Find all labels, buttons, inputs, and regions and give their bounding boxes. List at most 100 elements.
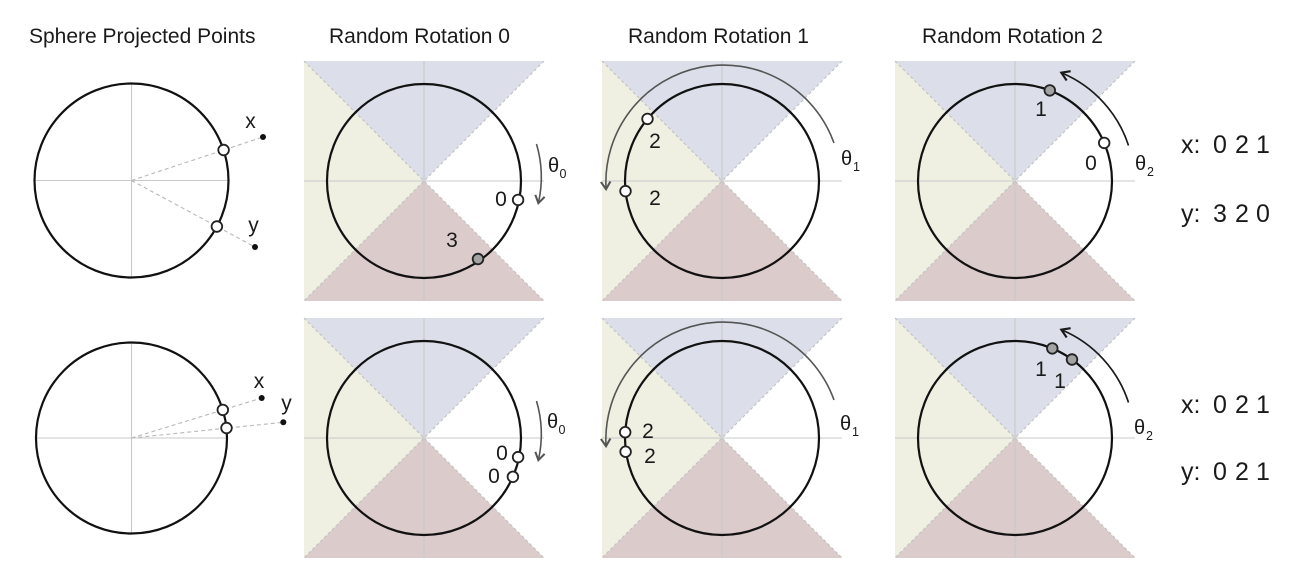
code-digit: 1 [1256, 131, 1270, 159]
code-digit: 2 [1235, 200, 1249, 228]
point-filled [1046, 342, 1059, 355]
rotation-arrow [1059, 70, 1130, 146]
panel-sphere-row1: x y [33, 82, 266, 279]
code-digit: 2 [1235, 458, 1249, 486]
point-open [217, 143, 230, 157]
panel-title-rotation1: Random Rotation 1 [628, 25, 809, 48]
y-point-label: y [281, 392, 292, 415]
rotation-arrow [600, 64, 835, 192]
point-label: 0 [1085, 152, 1097, 175]
projection-line-x [131, 397, 262, 439]
point-open [220, 421, 233, 435]
code-y-label: y: [1181, 458, 1200, 486]
panel-rotation0-row2: θ 0 0 0 [303, 317, 566, 559]
point-open [1097, 136, 1111, 150]
theta-subscript: 1 [852, 425, 859, 439]
point-label: 0 [488, 465, 500, 488]
point-open [506, 470, 520, 484]
diagonal-dashed-line [894, 317, 1136, 559]
code-x-label: x: [1181, 131, 1200, 159]
rotation-arrow [534, 400, 546, 463]
panel-title-sphere: Sphere Projected Points [29, 25, 255, 48]
projection-line-y [131, 180, 256, 248]
point-label: 2 [649, 130, 661, 153]
diagonal-dashed-line [894, 60, 1136, 302]
theta-label: θ [548, 155, 559, 177]
theta-label: θ [840, 413, 851, 435]
point-label: 3 [446, 229, 458, 252]
code-digit: 0 [1213, 391, 1227, 419]
theta-subscript: 1 [853, 160, 860, 174]
theta-label: θ [841, 148, 852, 170]
code-digit: 2 [1235, 131, 1249, 159]
theta-label: θ [1134, 417, 1145, 439]
y-point-label: y [248, 214, 259, 237]
unit-circle [33, 82, 230, 279]
unit-circle [34, 341, 229, 535]
code-digit: 0 [1213, 131, 1227, 159]
panel-title-rotation0: Random Rotation 0 [329, 25, 510, 48]
x-point-label: x [245, 110, 256, 133]
point-label: 1 [1035, 98, 1047, 121]
panel-title-rotation2: Random Rotation 2 [922, 25, 1103, 48]
diagonal-dashed-line [303, 317, 545, 559]
point-label: 1 [1054, 370, 1066, 393]
panel-rotation1-row1: θ 1 2 2 [600, 60, 860, 302]
diagonal-dashed-line [601, 317, 843, 559]
theta-subscript: 2 [1147, 165, 1154, 179]
code-digit: 3 [1213, 200, 1227, 228]
panel-rotation2-row2: θ 2 1 1 [894, 317, 1153, 559]
projection-line-y [131, 421, 284, 439]
x-point-label: x [254, 370, 265, 393]
code-digit: 1 [1256, 458, 1270, 486]
code-x-label: x: [1181, 391, 1200, 419]
point-open [619, 184, 632, 198]
code-y-label: y: [1181, 200, 1200, 228]
point-label: 0 [496, 442, 508, 465]
diagonal-dashed-line [303, 60, 545, 302]
point-open [641, 112, 654, 126]
rotation-arrow [600, 321, 835, 449]
data-point-y-dot [280, 419, 287, 426]
rotation-arrow [534, 143, 546, 206]
point-open [619, 426, 632, 439]
diagonal-dashed-line [601, 60, 843, 302]
diagonal-dashed-line [303, 317, 545, 559]
diagonal-dashed-line [894, 317, 1136, 559]
panel-rotation1-row2: θ 1 2 2 [600, 317, 859, 559]
unit-circle [916, 339, 1114, 537]
point-open [210, 220, 224, 233]
panel-sphere-row2: x y [34, 341, 292, 535]
theta-subscript: 2 [1146, 429, 1153, 443]
code-digit: 2 [1235, 391, 1249, 419]
point-filled [471, 252, 485, 266]
unit-circle [325, 339, 523, 537]
data-point-y-dot [252, 244, 258, 250]
diagonal-dashed-line [601, 60, 843, 302]
point-label: 0 [495, 188, 507, 211]
unit-circle [325, 82, 523, 280]
panel-rotation0-row1: θ 0 0 3 [303, 60, 567, 302]
theta-subscript: 0 [560, 167, 567, 181]
point-label: 1 [1035, 358, 1047, 381]
theta-label: θ [547, 411, 558, 433]
theta-label: θ [1135, 153, 1146, 175]
data-point-x-dot [258, 395, 265, 401]
point-filled [1065, 353, 1079, 366]
diagonal-dashed-line [894, 60, 1136, 302]
code-digit: 0 [1213, 458, 1227, 486]
panel-rotation2-row1: θ 2 1 0 [894, 60, 1154, 302]
data-point-x-dot [260, 134, 266, 140]
code-digit: 1 [1256, 391, 1270, 419]
point-open [216, 403, 230, 417]
point-open [511, 450, 525, 464]
diagonal-dashed-line [601, 317, 843, 559]
point-open [511, 193, 525, 207]
diagonal-dashed-line [303, 60, 545, 302]
point-filled [1043, 84, 1057, 97]
point-label: 2 [649, 187, 661, 210]
code-digit: 0 [1256, 200, 1270, 228]
point-label: 2 [644, 445, 656, 468]
